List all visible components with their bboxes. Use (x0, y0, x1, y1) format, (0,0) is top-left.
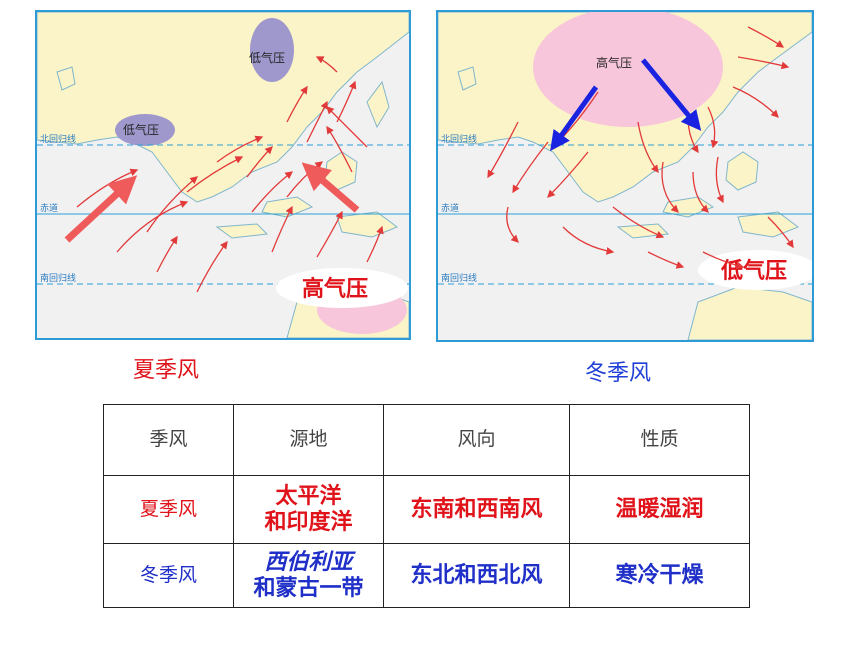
table-row: 夏季风 太平洋 和印度洋 东南和西南风 温暖湿润 (103, 475, 750, 544)
source-line: 西伯利亚 (264, 550, 353, 576)
high-pressure-bubble (276, 268, 408, 308)
tropic-north-label: 北回归线 (441, 133, 477, 145)
winter-map-graphic: 北回归线 赤道 南回归线 高气压 低气压 (438, 12, 812, 340)
island (616, 223, 670, 239)
summer-caption: 夏季风 (133, 358, 200, 383)
winter-caption: 冬季风 (585, 361, 652, 386)
cell-source: 西伯利亚 和蒙古一带 (233, 543, 384, 608)
winter-monsoon-map: 北回归线 赤道 南回归线 高气压 低气压 (436, 10, 814, 342)
source-line: 和蒙古一带 (253, 575, 364, 601)
tropic-south-label: 南回归线 (40, 272, 76, 284)
low-pressure-label: 低气压 (123, 122, 159, 137)
cell-direction: 东南和西南风 (383, 475, 570, 544)
cell-nature: 温暖湿润 (569, 475, 750, 544)
table-row: 冬季风 西伯利亚 和蒙古一带 东北和西北风 寒冷干燥 (103, 543, 750, 608)
island (725, 151, 759, 191)
island (366, 80, 390, 129)
source-line: 和印度洋 (264, 509, 353, 535)
monsoon-table: 季风 源地 风向 性质 夏季风 太平洋 和印度洋 东南和西南风 温暖湿润 冬季风… (103, 404, 750, 608)
island (737, 211, 800, 238)
island (457, 66, 477, 91)
island (56, 66, 76, 91)
low-pressure-bubble (698, 250, 812, 290)
cell-monsoon: 冬季风 (103, 543, 234, 608)
cell-nature: 寒冷干燥 (569, 543, 750, 608)
tropic-south-label: 南回归线 (441, 272, 477, 284)
cell-source: 太平洋 和印度洋 (233, 475, 384, 544)
major-wind-arrows (550, 58, 702, 152)
equator-label: 赤道 (441, 202, 459, 214)
source-line: 太平洋 (275, 484, 342, 510)
header-nature: 性质 (569, 404, 750, 476)
cell-direction: 东北和西北风 (383, 543, 570, 608)
major-wind-arrows (64, 162, 360, 243)
header-monsoon: 季风 (103, 404, 234, 476)
island (215, 223, 269, 239)
summer-wind-arrows (76, 56, 384, 293)
high-pressure-label: 高气压 (596, 55, 632, 70)
summer-map-graphic: 北回归线 赤道 南回归线 低气压 低气压 高气压 (37, 12, 409, 338)
summer-monsoon-map: 北回归线 赤道 南回归线 低气压 低气压 高气压 (35, 10, 411, 340)
table-header-row: 季风 源地 风向 性质 (103, 404, 750, 476)
header-direction: 风向 (383, 404, 570, 476)
island (336, 211, 399, 238)
high-pressure-label: 高气压 (302, 276, 368, 302)
low-pressure-label: 低气压 (720, 258, 787, 284)
low-pressure-label: 低气压 (249, 50, 285, 65)
equator-label: 赤道 (40, 202, 58, 214)
low-pressure-zone (250, 18, 294, 82)
tropic-north-label: 北回归线 (40, 133, 76, 145)
cell-monsoon: 夏季风 (103, 475, 234, 544)
header-source: 源地 (233, 404, 384, 476)
australia-landmass (687, 286, 812, 340)
low-pressure-zone (115, 114, 175, 146)
